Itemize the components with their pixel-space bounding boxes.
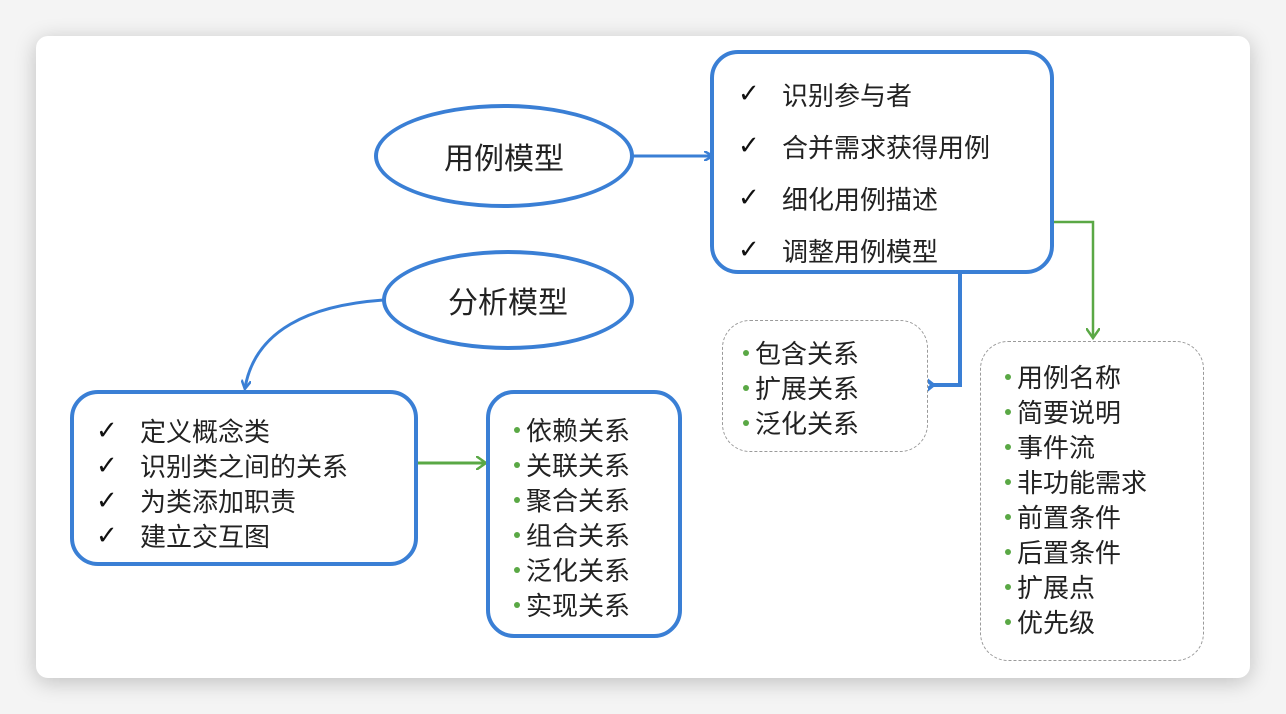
description-item: 优先级	[1005, 604, 1203, 639]
bullet-icon	[514, 426, 520, 433]
check-icon: ✓	[738, 183, 760, 213]
description-item: 事件流	[1005, 429, 1203, 464]
check-icon: ✓	[738, 131, 760, 161]
bullet-icon	[1005, 478, 1011, 485]
bullet-icon	[514, 531, 520, 538]
check-icon: ✓	[96, 450, 118, 481]
analysis-steps-list: ✓定义概念类 ✓识别类之间的关系 ✓为类添加职责 ✓建立交互图	[96, 413, 414, 554]
bullet-icon	[1005, 408, 1011, 415]
check-icon: ✓	[96, 415, 118, 446]
class-relations-box: 依赖关系 关联关系 聚合关系 组合关系 泛化关系 实现关系	[486, 390, 682, 638]
bullet-icon	[1005, 548, 1011, 555]
bullet-icon	[514, 566, 520, 573]
analysis-step: ✓建立交互图	[96, 520, 271, 554]
use-case-relation-item: 包含关系	[743, 335, 927, 370]
use-case-steps-list: ✓识别参与者 ✓合并需求获得用例 ✓细化用例描述 ✓调整用例模型	[738, 68, 1050, 276]
description-item: 非功能需求	[1005, 464, 1203, 499]
use-case-description-list: 用例名称 简要说明 事件流 非功能需求 前置条件 后置条件 扩展点 优先级	[1005, 359, 1203, 639]
class-relation-item: 实现关系	[514, 587, 678, 622]
class-relation-item: 组合关系	[514, 517, 678, 552]
description-item: 后置条件	[1005, 534, 1203, 569]
use-case-step: ✓合并需求获得用例	[738, 131, 991, 164]
analysis-step: ✓识别类之间的关系	[96, 450, 349, 484]
use-case-step: ✓调整用例模型	[738, 235, 939, 268]
use-case-step: ✓识别参与者	[738, 79, 913, 112]
bullet-icon	[514, 496, 520, 503]
class-relation-item: 聚合关系	[514, 482, 678, 517]
class-relations-list: 依赖关系 关联关系 聚合关系 组合关系 泛化关系 实现关系	[514, 412, 678, 622]
analysis-model-node: 分析模型	[382, 250, 634, 350]
bullet-icon	[743, 349, 749, 356]
bullet-icon	[743, 419, 749, 426]
use-case-relation-item: 泛化关系	[743, 405, 927, 440]
bullet-icon	[1005, 583, 1011, 590]
description-item: 前置条件	[1005, 499, 1203, 534]
use-case-step: ✓细化用例描述	[738, 183, 939, 216]
bullet-icon	[743, 384, 749, 391]
class-relation-item: 依赖关系	[514, 412, 678, 447]
bullet-icon	[1005, 513, 1011, 520]
use-case-steps-box: ✓识别参与者 ✓合并需求获得用例 ✓细化用例描述 ✓调整用例模型	[710, 50, 1054, 274]
use-case-model-title: 用例模型	[444, 142, 564, 177]
use-case-description-box: 用例名称 简要说明 事件流 非功能需求 前置条件 后置条件 扩展点 优先级	[980, 341, 1204, 661]
bullet-icon	[1005, 373, 1011, 380]
description-item: 用例名称	[1005, 359, 1203, 394]
use-case-relation-item: 扩展关系	[743, 370, 927, 405]
check-icon: ✓	[96, 485, 118, 516]
use-case-relations-box: 包含关系 扩展关系 泛化关系	[722, 320, 928, 452]
description-item: 简要说明	[1005, 394, 1203, 429]
analysis-model-title: 分析模型	[448, 286, 568, 321]
analysis-step: ✓为类添加职责	[96, 485, 297, 519]
check-icon: ✓	[738, 235, 760, 265]
bullet-icon	[514, 461, 520, 468]
bullet-icon	[1005, 618, 1011, 625]
bullet-icon	[1005, 443, 1011, 450]
use-case-model-node: 用例模型	[374, 104, 634, 208]
bullet-icon	[514, 601, 520, 608]
check-icon: ✓	[96, 520, 118, 551]
analysis-steps-box: ✓定义概念类 ✓识别类之间的关系 ✓为类添加职责 ✓建立交互图	[70, 390, 418, 566]
class-relation-item: 关联关系	[514, 447, 678, 482]
class-relation-item: 泛化关系	[514, 552, 678, 587]
check-icon: ✓	[738, 79, 760, 109]
description-item: 扩展点	[1005, 569, 1203, 604]
analysis-step: ✓定义概念类	[96, 415, 271, 449]
use-case-relations-list: 包含关系 扩展关系 泛化关系	[743, 335, 927, 440]
